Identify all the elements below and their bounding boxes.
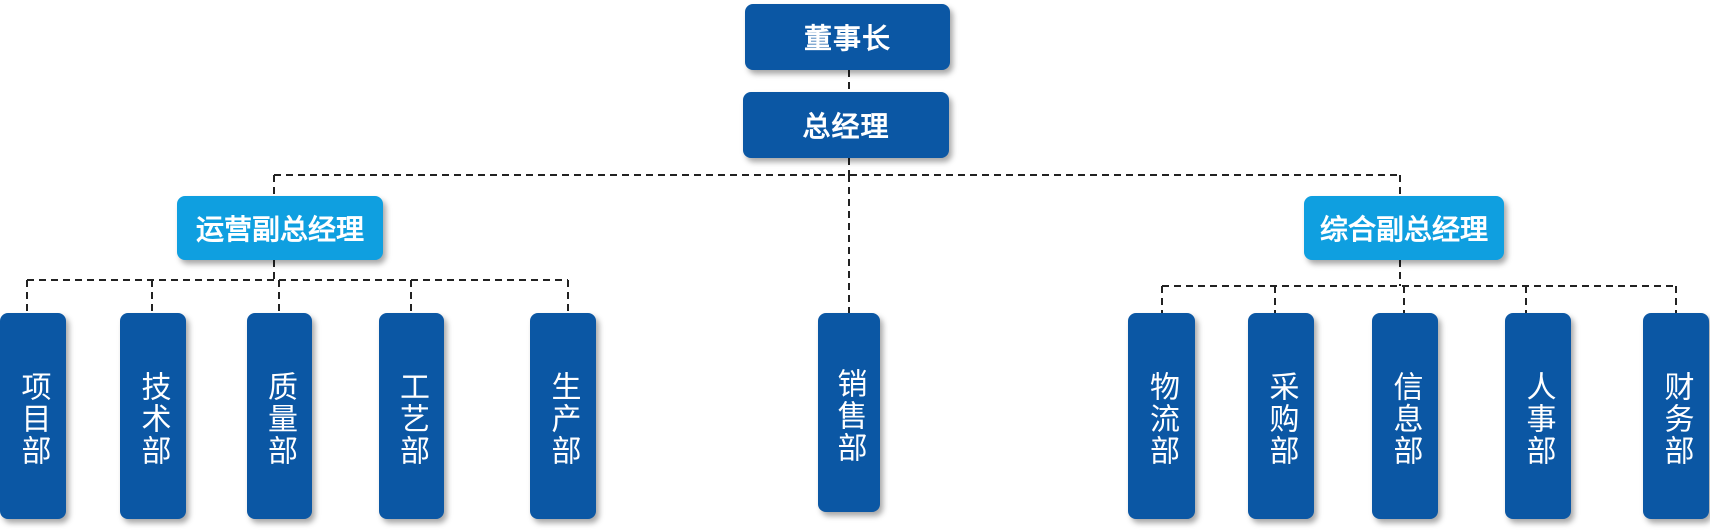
node-dept-xiaoshou: 销售部 [818,313,880,512]
node-dept-caigou: 采购部 [1248,313,1314,519]
node-dept-renshi: 人事部 [1505,313,1571,519]
node-dept-jishu: 技术部 [120,313,186,519]
node-dept-xiangmu: 项目部 [0,313,66,519]
node-vp-general: 综合副总经理 [1304,196,1504,260]
node-dept-wuliu: 物流部 [1128,313,1195,519]
node-dept-xinxi: 信息部 [1372,313,1438,519]
node-dept-zhiliang: 质量部 [247,313,312,519]
node-vp-operations: 运营副总经理 [177,196,383,260]
node-general-manager: 总经理 [743,92,949,158]
node-dept-shengchan: 生产部 [530,313,596,519]
node-chairman: 董事长 [745,4,950,70]
node-dept-caiwu: 财务部 [1643,313,1709,519]
node-dept-gongyi: 工艺部 [379,313,444,519]
